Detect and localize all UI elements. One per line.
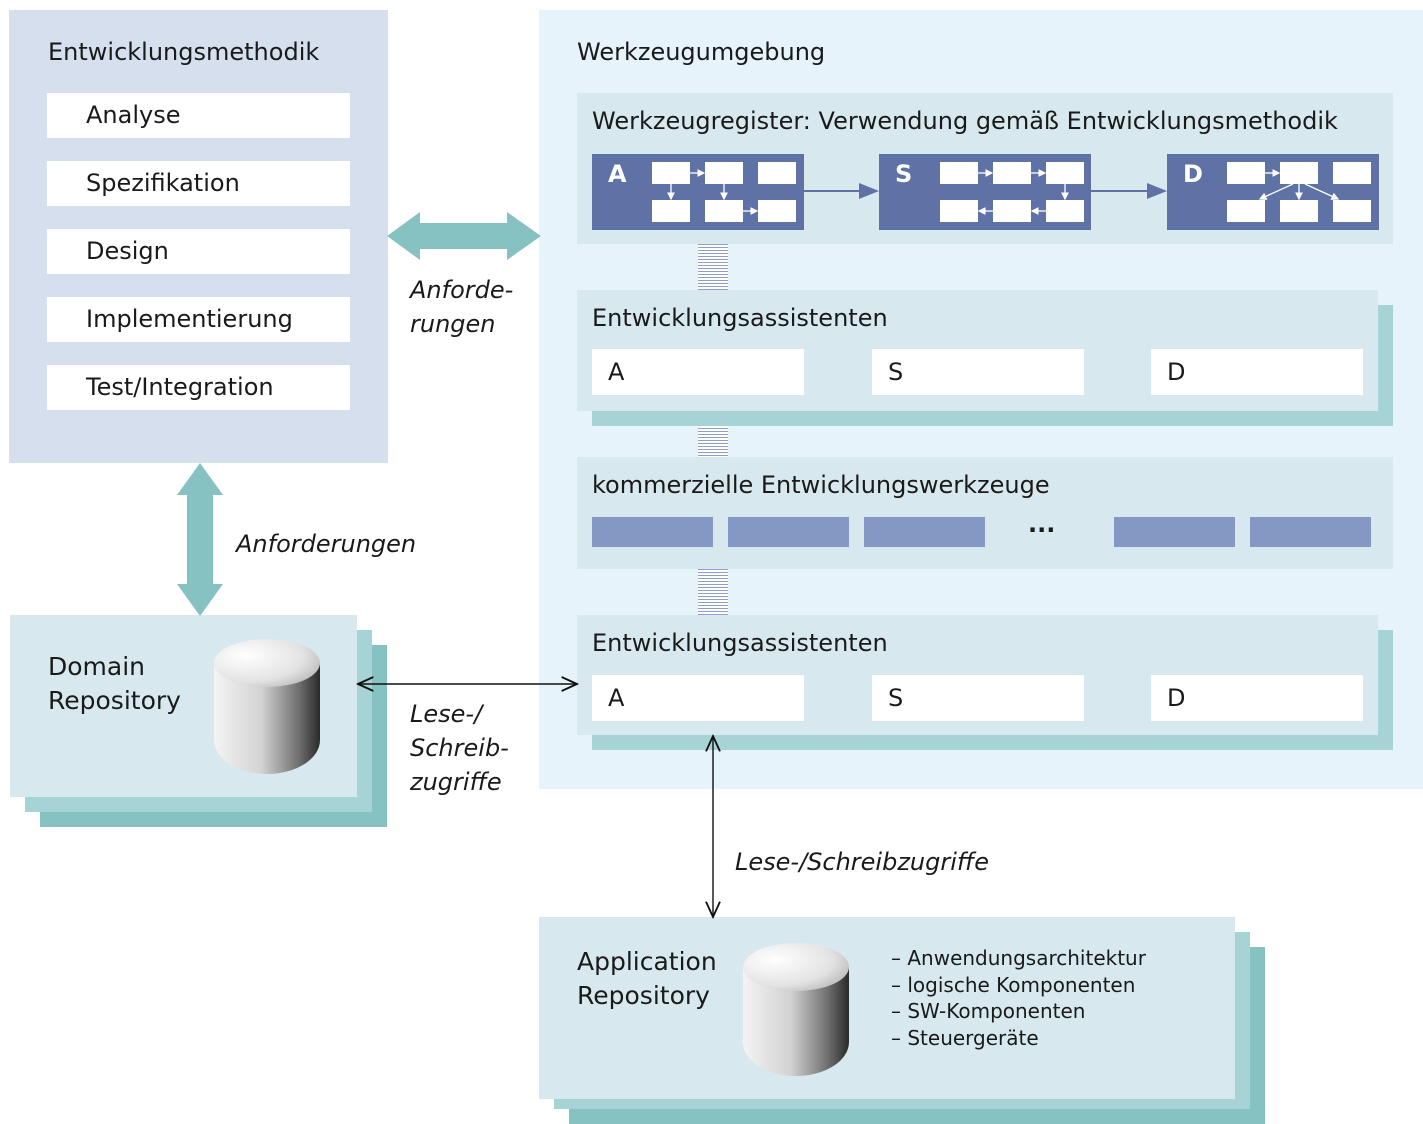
commercial-tool-1 — [592, 517, 713, 547]
assistant-bottom-s: S — [872, 675, 1084, 721]
commercial-tools-ellipsis: ... — [1028, 510, 1056, 538]
step-specification: Spezifikation — [47, 161, 350, 206]
assistant-bottom-a: A — [592, 675, 804, 721]
content-item: – Steuergeräte — [891, 1025, 1039, 1050]
commercial-tools-section — [577, 457, 1393, 569]
process-a-steps — [652, 162, 796, 222]
commercial-tool-4 — [1114, 517, 1235, 547]
requirements-label-line-1: Anforde- — [410, 276, 514, 304]
application-database-icon — [743, 943, 849, 1076]
assistants-top-title: Entwicklungsassistenten — [592, 304, 888, 332]
requirements-label-vertical: Anforderungen — [236, 530, 417, 558]
process-s-steps — [940, 162, 1084, 222]
step-test-integration: Test/Integration — [47, 365, 350, 410]
application-repository-title-line-1: Application — [577, 947, 717, 976]
rw-label-domain: Lese-/ Schreib- zugriffe — [410, 697, 509, 799]
rw-label-application: Lese-/Schreibzugriffe — [735, 848, 989, 876]
domain-database-icon — [214, 639, 320, 774]
content-item: – Anwendungsarchitektur — [891, 946, 1146, 970]
process-label-s: S — [895, 160, 913, 188]
process-label-d: D — [1183, 160, 1203, 188]
assistant-top-s: S — [872, 349, 1084, 395]
domain-repository-title: Domain Repository — [48, 650, 181, 718]
requirements-double-arrow-horizontal — [387, 212, 541, 260]
application-repository-panel — [539, 917, 1235, 1099]
step-design: Design — [47, 229, 350, 274]
connector-register-assistants — [698, 244, 728, 290]
step-implementation: Implementierung — [47, 297, 350, 342]
domain-repository-title-line-1: Domain — [48, 652, 146, 681]
step-analysis: Analyse — [47, 93, 350, 138]
assistant-top-d: D — [1151, 349, 1363, 395]
commercial-tool-5 — [1250, 517, 1371, 547]
process-d-steps — [1227, 162, 1371, 222]
requirements-label-line-2: rungen — [410, 310, 496, 338]
assistants-bottom-title: Entwicklungsassistenten — [592, 629, 888, 657]
content-item: – logische Komponenten — [891, 972, 1136, 997]
rw-label-line-1: Lese-/ — [410, 700, 483, 728]
application-repository-title: Application Repository — [577, 945, 717, 1013]
commercial-tool-2 — [728, 517, 849, 547]
process-label-a: A — [608, 160, 627, 188]
connector-tools-assistants — [698, 569, 728, 615]
requirements-double-arrow-vertical — [177, 463, 223, 616]
tool-environment-title: Werkzeugumgebung — [577, 38, 826, 66]
content-item: – SW-Komponenten — [891, 999, 1086, 1023]
assistant-bottom-d: D — [1151, 675, 1363, 721]
tool-register-title: Werkzeugregister: Verwendung gemäß Entwi… — [592, 107, 1338, 135]
rw-label-line-2: Schreib- — [410, 734, 509, 762]
requirements-label-horizontal: Anforde- rungen — [410, 273, 513, 341]
application-repository-title-line-2: Repository — [577, 981, 710, 1010]
rw-label-line-3: zugriffe — [410, 768, 502, 796]
assistant-top-a: A — [592, 349, 804, 395]
application-repository-contents: – Anwendungsarchitektur – logische Kompo… — [891, 945, 1146, 1051]
methodology-title: Entwicklungsmethodik — [48, 38, 320, 66]
domain-repository-title-line-2: Repository — [48, 686, 181, 715]
commercial-tools-title: kommerzielle Entwicklungswerkzeuge — [592, 471, 1050, 499]
commercial-tool-3 — [864, 517, 985, 547]
